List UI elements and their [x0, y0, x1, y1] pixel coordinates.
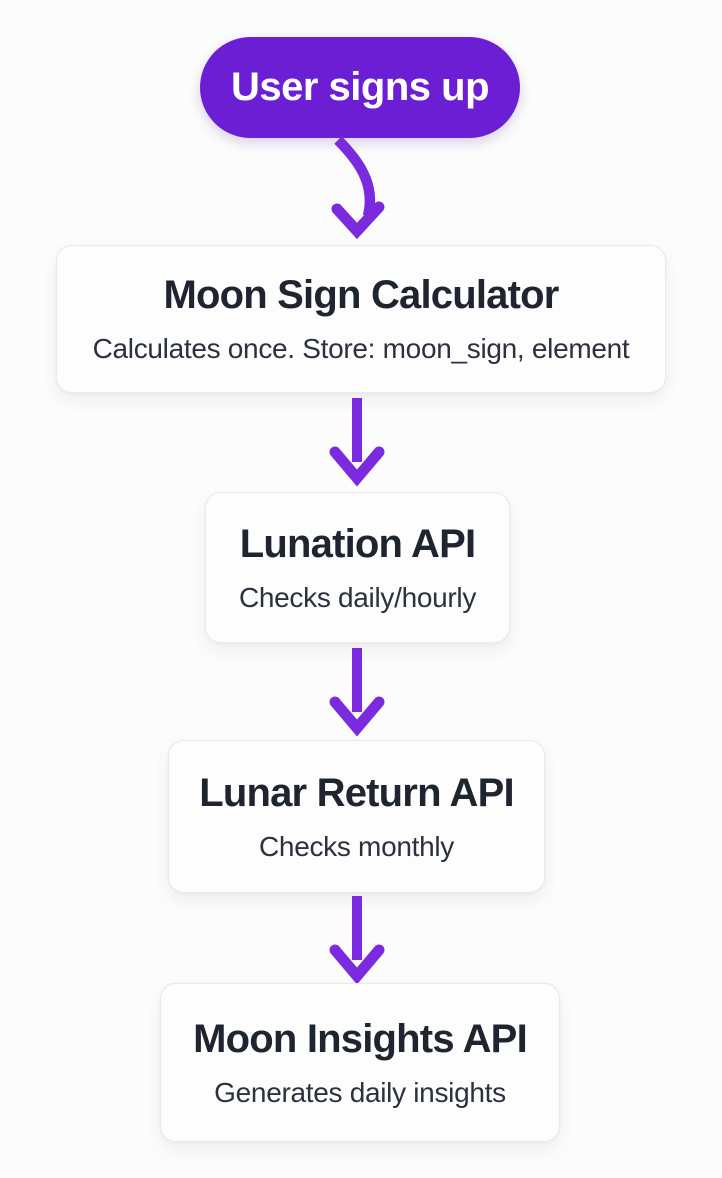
node-title: Moon Sign Calculator	[163, 273, 559, 318]
arrow-head	[329, 696, 385, 737]
node-subtitle: Checks daily/hourly	[238, 581, 477, 613]
flow-node-user-signs-up: User signs up	[200, 37, 520, 138]
arrow-down-icon	[329, 398, 385, 487]
node-title: Moon Insights API	[193, 1016, 528, 1061]
node-title: Lunar Return API	[199, 770, 514, 815]
curved-arrow-down-icon	[331, 136, 385, 240]
node-subtitle: Generates daily insights	[214, 1076, 506, 1108]
flow-node-moon-sign-calculator: Moon Sign Calculator Calculates once. St…	[56, 245, 666, 393]
node-title: Lunation API	[239, 521, 476, 566]
flow-node-lunation-api: Lunation API Checks daily/hourly	[205, 492, 510, 643]
arrow-down-icon	[329, 896, 385, 985]
node-subtitle: Calculates once. Store: moon_sign, eleme…	[92, 333, 630, 365]
arrow-shaft	[334, 136, 376, 218]
arrow-down-icon	[329, 648, 385, 737]
arrow-head	[331, 201, 385, 240]
flow-node-moon-insights-api: Moon Insights API Generates daily insigh…	[160, 983, 560, 1142]
start-node-label: User signs up	[230, 65, 490, 109]
flow-node-lunar-return-api: Lunar Return API Checks monthly	[168, 740, 545, 893]
arrow-head	[329, 446, 385, 487]
arrow-head	[329, 944, 385, 985]
node-subtitle: Checks monthly	[259, 830, 454, 862]
